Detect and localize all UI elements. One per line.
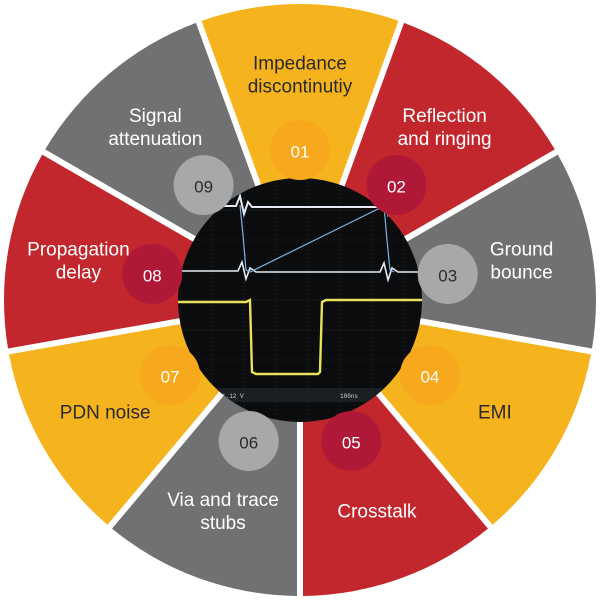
scope-readout-left: 1.12 V — [222, 393, 244, 400]
scope-readout-right: 100ns — [340, 393, 358, 400]
segment-01 — [201, 4, 399, 187]
number-label-08: 08 — [143, 266, 162, 285]
segment-label-04-line-1: EMI — [478, 403, 512, 424]
badges-layer — [122, 120, 478, 471]
blue-trace — [239, 204, 395, 273]
number-badge-02 — [366, 155, 427, 216]
number-badge-06 — [218, 410, 279, 471]
segment-label-02-line-1: Reflection — [402, 106, 487, 127]
number-badge-05 — [321, 410, 382, 471]
number-badge-07 — [140, 345, 201, 405]
segment-label-05-line-1: Crosstalk — [337, 501, 417, 522]
number-badge-03 — [417, 243, 478, 304]
number-badge-09 — [173, 155, 234, 216]
segment-label-08-line-1: Propagation — [27, 239, 129, 260]
segment-label-09-line-2: attenuation — [108, 129, 202, 150]
segment-label-09-line-1: Signal — [129, 106, 182, 127]
number-label-06: 06 — [239, 433, 258, 452]
number-label-09: 09 — [194, 178, 213, 197]
number-label-04: 04 — [420, 368, 439, 387]
segment-label-07-line-1: PDN noise — [60, 403, 151, 424]
number-badge-01 — [270, 120, 330, 180]
oscilloscope-screen: 1.12 V 100ns — [178, 178, 422, 422]
white-trace-middle — [178, 259, 422, 283]
number-label-03: 03 — [438, 266, 457, 285]
number-label-05: 05 — [342, 433, 361, 452]
number-label-02: 02 — [387, 178, 406, 197]
segment-label-03-line-2: bounce — [490, 262, 552, 283]
segment-label-06-line-1: Via and trace — [167, 490, 279, 511]
yellow-trace — [178, 298, 422, 376]
segment-label-02-line-2: and ringing — [398, 129, 492, 150]
number-badge-04 — [399, 345, 460, 405]
scope-status-bar — [200, 388, 400, 402]
number-label-01: 01 — [291, 143, 310, 162]
segment-label-08-line-2: delay — [56, 262, 102, 283]
segment-label-01-line-1: Impedance — [253, 54, 347, 75]
number-badge-08 — [122, 243, 183, 304]
segment-label-03-line-1: Ground — [490, 239, 553, 260]
segment-label-01-line-2: discontinutiy — [248, 77, 353, 98]
number-label-07: 07 — [161, 368, 180, 387]
segment-label-06-line-2: stubs — [200, 513, 245, 534]
